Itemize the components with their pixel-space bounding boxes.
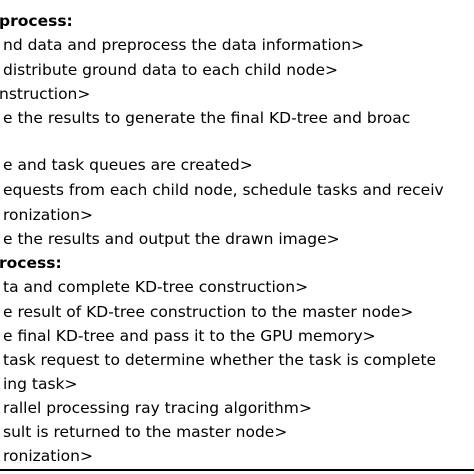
text-line: ronization>	[3, 447, 93, 465]
text-line: nstruction>	[0, 85, 91, 103]
text-line: equests from each child node, schedule t…	[3, 181, 444, 199]
text-line: ta and complete KD-tree construction>	[3, 278, 309, 296]
text-line: task request to determine whether the ta…	[3, 351, 437, 369]
text-line: rallel processing ray tracing algorithm>	[3, 399, 312, 417]
text-line: e final KD-tree and pass it to the GPU m…	[3, 327, 376, 345]
text-line: nd data and preprocess the data informat…	[3, 36, 365, 54]
section-heading-master-process: process:	[0, 12, 73, 30]
text-line: e result of KD-tree construction to the …	[3, 303, 414, 321]
text-line: ronization>	[3, 206, 93, 224]
text-line: distribute ground data to each child nod…	[3, 61, 338, 79]
text-line: e and task queues are created>	[3, 156, 253, 174]
text-line: e the results and output the drawn image…	[3, 230, 340, 248]
text-line: sult is returned to the master node>	[3, 423, 288, 441]
text-line: ing task>	[3, 375, 78, 393]
section-heading-child-process: rocess:	[0, 254, 62, 272]
text-line: e the results to generate the final KD-t…	[3, 109, 411, 127]
